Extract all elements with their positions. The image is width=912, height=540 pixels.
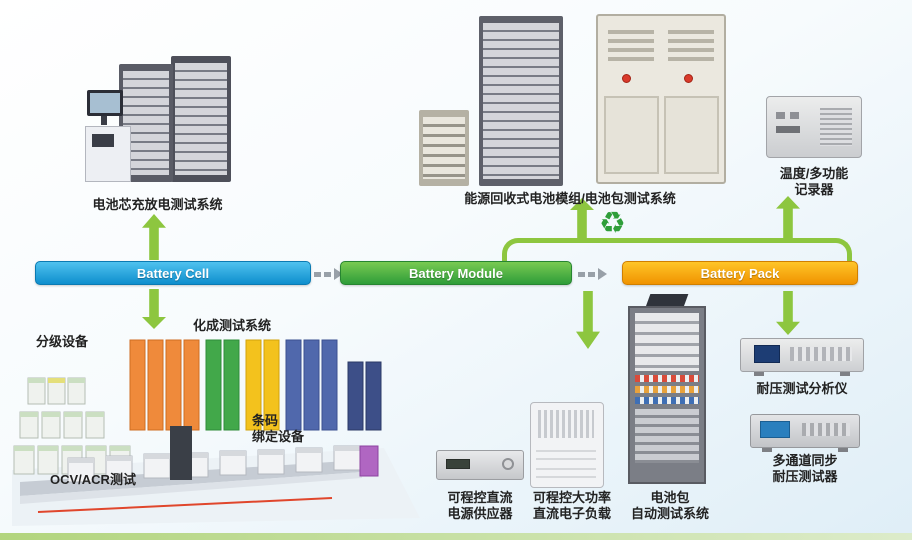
label-hipot-analyzer: 耐压测试分析仪 xyxy=(756,381,848,396)
dash xyxy=(588,271,595,277)
indicator-row-orange xyxy=(635,386,699,393)
flow-arrow-module-to-pack xyxy=(578,268,607,280)
door xyxy=(664,96,719,174)
label-dc-supply: 可程控直流 电源供应器 xyxy=(424,490,536,523)
button xyxy=(790,112,799,119)
hipot-analyzer-illustration xyxy=(740,338,864,378)
label-multi-hipot: 多通道同步 耐压测试器 xyxy=(744,453,866,486)
arrow-up-cell-tester-icon xyxy=(142,214,166,260)
panel-line xyxy=(536,450,596,460)
recorder-illustration xyxy=(766,92,862,162)
flow-arrow-cell-to-module xyxy=(314,268,343,280)
label-dc-supply-line2: 电源供应器 xyxy=(447,506,513,522)
label-barcode: 条码 绑定设备 xyxy=(252,413,304,446)
monitor-icon xyxy=(87,90,123,116)
label-cell-tester: 电池芯充放电测试系统 xyxy=(92,197,223,212)
label-dc-load-line2: 直流电子负载 xyxy=(532,506,611,522)
rack-modules xyxy=(423,117,465,179)
indicator-row-blue xyxy=(635,397,699,404)
flow-banner-battery-pack: Battery Pack xyxy=(622,261,858,285)
vent xyxy=(538,410,594,438)
vent xyxy=(608,30,654,62)
rack-body xyxy=(628,306,706,484)
dash xyxy=(324,271,331,277)
label-barcode-line2: 绑定设备 xyxy=(252,429,305,445)
rack-modules xyxy=(483,23,559,179)
pack-auto-tester-illustration xyxy=(628,294,706,488)
emergency-button-icon xyxy=(684,74,693,83)
panel-line xyxy=(536,468,596,478)
small-rack xyxy=(419,110,469,186)
arrow-down-load-supply-icon xyxy=(576,291,600,349)
screen xyxy=(760,421,790,438)
label-dc-load: 可程控大功率 直流电子负载 xyxy=(520,490,624,523)
label-barcode-line1: 条码 xyxy=(252,413,279,428)
door xyxy=(604,96,659,174)
label-recorder-line2: 记录器 xyxy=(794,182,834,198)
production-line-illustration xyxy=(12,339,420,526)
flow-banner-battery-module: Battery Module xyxy=(340,261,572,285)
arrow-down-hipot-icon xyxy=(776,291,800,335)
foot xyxy=(762,448,772,452)
cabinet-body xyxy=(596,14,726,184)
label-recorder: 温度/多功能 记录器 xyxy=(764,166,864,199)
vent xyxy=(820,108,852,146)
foot xyxy=(754,372,764,376)
rack-modules xyxy=(175,63,227,175)
label-recovery-tester: 能源回收式电池模组/电池包测试系统 xyxy=(464,191,676,206)
emergency-button-icon xyxy=(622,74,631,83)
console-window xyxy=(92,134,114,147)
label-multi-hipot-line2: 耐压测试器 xyxy=(772,469,838,485)
arrow-up-recorder-icon xyxy=(776,196,800,238)
recovery-tester-illustration xyxy=(415,16,565,188)
label-pack-auto-line1: 电池包 xyxy=(650,490,690,505)
knob-icon xyxy=(502,458,514,470)
label-dc-load-line1: 可程控大功率 xyxy=(532,490,611,505)
label-dc-supply-line1: 可程控直流 xyxy=(447,490,513,505)
dc-load-illustration xyxy=(530,402,604,490)
buttons xyxy=(802,423,850,436)
pack-test-cabinet-illustration xyxy=(596,14,726,188)
buttons xyxy=(790,347,852,361)
display xyxy=(776,126,800,133)
arrowhead-icon xyxy=(598,268,607,280)
label-grading: 分级设备 xyxy=(36,334,89,349)
label-recorder-line1: 温度/多功能 xyxy=(779,166,849,181)
button xyxy=(776,112,785,119)
multi-hipot-illustration xyxy=(750,414,860,454)
dash xyxy=(314,271,321,277)
rack xyxy=(171,56,231,182)
label-multi-hipot-line1: 多通道同步 xyxy=(772,453,838,468)
screen xyxy=(754,345,780,363)
cell-tester-illustration xyxy=(85,48,240,196)
tall-rack xyxy=(479,16,563,186)
vent xyxy=(668,30,714,62)
foot xyxy=(840,372,850,376)
rack-modules xyxy=(635,313,699,371)
label-formation: 化成测试系统 xyxy=(192,318,271,333)
monitor-stand xyxy=(101,116,107,125)
arrowhead-icon xyxy=(334,268,343,280)
indicator-row-red xyxy=(635,375,699,382)
display xyxy=(446,459,470,469)
dash xyxy=(578,271,585,277)
foot xyxy=(838,448,848,452)
dc-supply-illustration xyxy=(436,450,524,484)
bottom-green-strip xyxy=(0,533,912,540)
recycle-icon: ♻ xyxy=(599,207,626,240)
flow-banner-battery-cell: Battery Cell xyxy=(35,261,311,285)
label-ocv-acr: OCV/ACR测试 xyxy=(50,472,136,487)
label-pack-auto: 电池包 自动测试系统 xyxy=(618,490,722,523)
rack-vents xyxy=(635,409,699,463)
label-pack-auto-line2: 自动测试系统 xyxy=(630,506,709,522)
